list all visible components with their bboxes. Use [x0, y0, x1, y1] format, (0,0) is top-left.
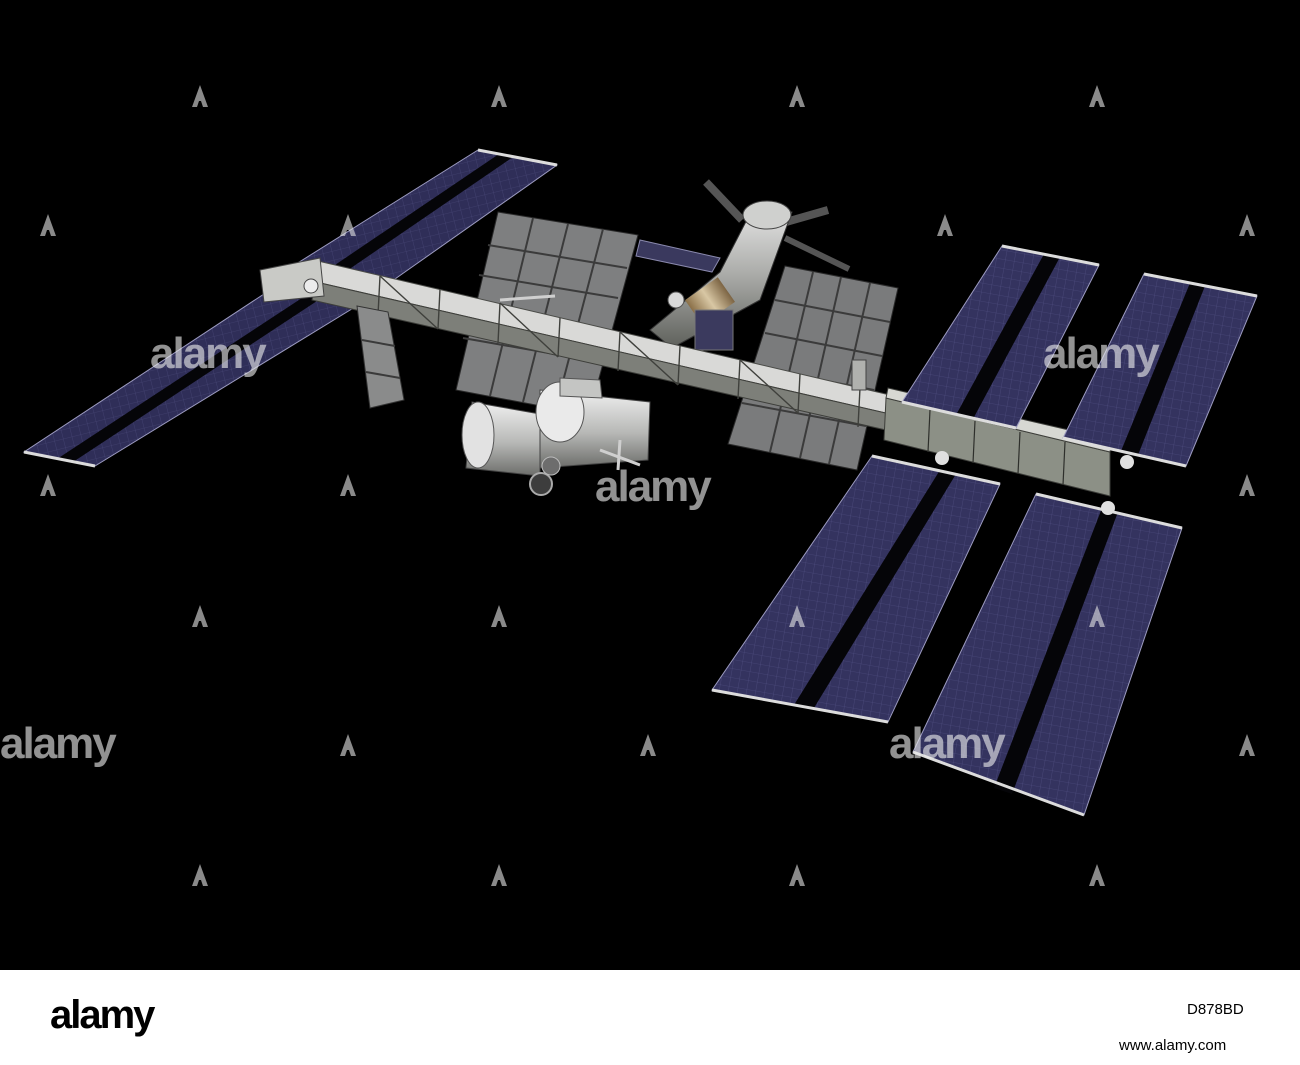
solar-array-right-lower	[711, 451, 1183, 817]
watermark-text: alamy	[0, 719, 117, 768]
left-radiator	[356, 305, 405, 409]
service-module-and-progress	[635, 179, 851, 351]
alamy-logo: alamy	[50, 998, 160, 1038]
alamy-a-icon	[789, 85, 805, 107]
alamy-a-icon	[192, 85, 208, 107]
alamy-logo-text: alamy	[50, 998, 156, 1037]
lab-modules	[461, 294, 651, 496]
alamy-a-icon	[491, 85, 507, 107]
alamy-a-icon	[640, 734, 656, 756]
watermark-text: alamy	[889, 719, 1006, 768]
alamy-a-icon	[1239, 734, 1255, 756]
footer-url: www.alamy.com	[1119, 1037, 1227, 1054]
alamy-a-icon	[789, 605, 805, 627]
alamy-a-icon	[340, 214, 356, 236]
alamy-a-icon	[40, 214, 56, 236]
image-id: D878BD	[1187, 1001, 1244, 1018]
alamy-a-icon	[491, 605, 507, 627]
alamy-a-icon	[1239, 214, 1255, 236]
alamy-a-icon	[937, 214, 953, 236]
watermark-text: alamy	[150, 329, 267, 378]
alamy-a-icon	[40, 474, 56, 496]
alamy-a-icon	[491, 864, 507, 886]
alamy-a-icon	[789, 864, 805, 886]
alamy-a-icon	[340, 734, 356, 756]
alamy-a-icon	[340, 474, 356, 496]
watermark-text: alamy	[595, 462, 712, 511]
photo: alamy alamy alamy alamy alamy	[0, 0, 1300, 970]
alamy-a-icon	[192, 605, 208, 627]
footer-bar: alamy	[0, 970, 1300, 1065]
alamy-logo-icon: alamy	[50, 998, 158, 1037]
alamy-a-icon	[192, 864, 208, 886]
space-station-render	[22, 148, 1258, 817]
alamy-a-icon	[1089, 85, 1105, 107]
alamy-a-icon	[1239, 474, 1255, 496]
alamy-a-icon	[1089, 605, 1105, 627]
watermark-text: alamy	[1043, 329, 1160, 378]
solar-array-right-upper	[901, 244, 1258, 468]
alamy-a-icon	[1089, 864, 1105, 886]
